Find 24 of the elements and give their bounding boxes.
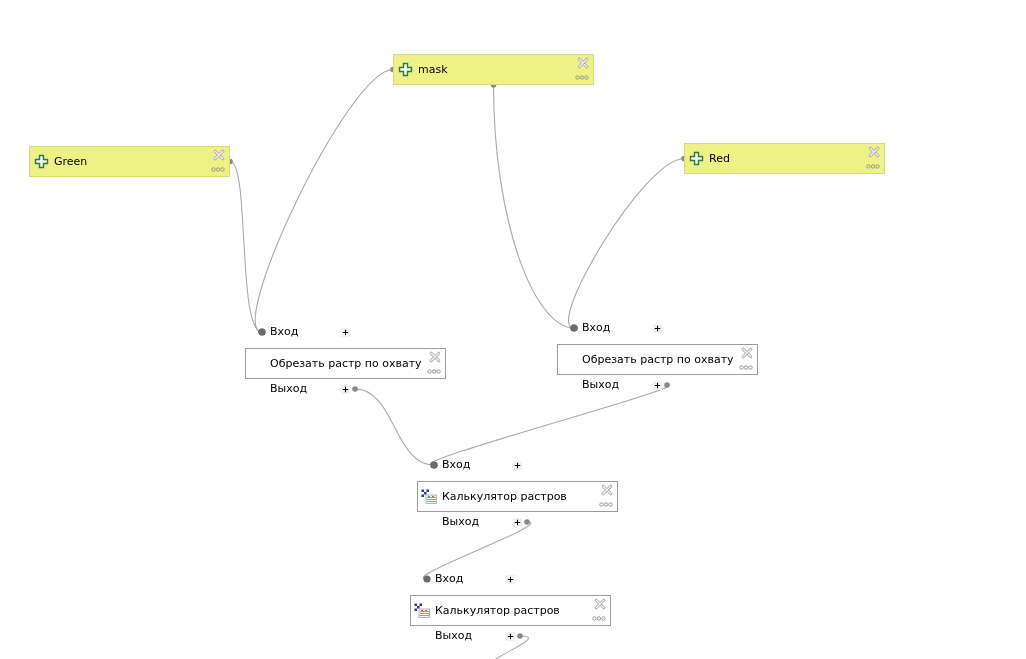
connector-line [430, 382, 670, 469]
algorithm-box [245, 348, 446, 379]
algorithm-label: Калькулятор растров [442, 490, 567, 504]
algorithm-label: Калькулятор растров [435, 604, 560, 618]
parameter-label: Red [709, 152, 730, 166]
port-label: Вход [270, 325, 299, 339]
parameter-box [29, 146, 230, 177]
algorithm-box [410, 595, 611, 626]
algorithm-label: Обрезать растр по охвату [270, 357, 422, 371]
algorithm-label: Обрезать растр по охвату [582, 353, 734, 367]
port-label: Выход [582, 378, 620, 392]
port-label: Вход [442, 458, 471, 472]
parameter-box [684, 143, 885, 174]
port-label: Выход [435, 629, 473, 643]
port-label: Выход [442, 515, 480, 529]
algorithm-box [557, 344, 758, 375]
parameter-box [393, 54, 594, 85]
algorithm-box [417, 481, 618, 512]
port-label: Выход [270, 382, 308, 396]
port-label: Вход [582, 321, 611, 335]
port-label: Вход [435, 572, 464, 586]
connector-line [422, 519, 532, 583]
parameter-label: mask [418, 63, 448, 77]
parameter-label: Green [54, 155, 88, 169]
